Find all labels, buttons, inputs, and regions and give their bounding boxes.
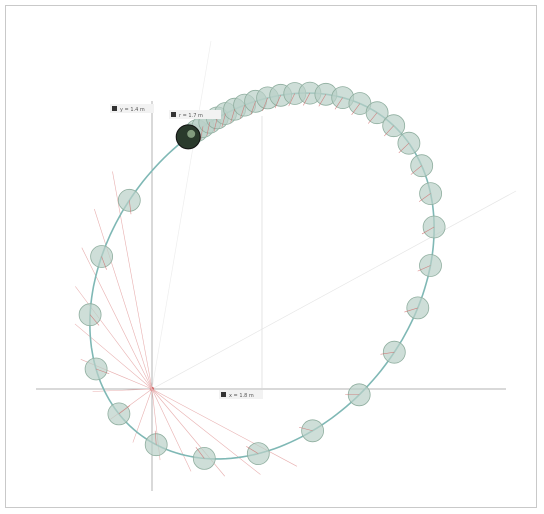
force-vector [95, 368, 110, 375]
position-label-group: r = 1.7 m [169, 110, 221, 119]
force-vector [129, 200, 132, 215]
translucent-sphere-icon [144, 433, 168, 457]
force-vector [367, 112, 378, 124]
force-vector [334, 97, 343, 110]
force-vector [101, 256, 107, 270]
force-vector [230, 109, 235, 123]
force-vector [417, 265, 431, 272]
dark-sphere-icon [175, 124, 201, 150]
radius-line [81, 247, 153, 390]
force-vector [421, 226, 435, 235]
diagram-frame: y = 1.4 m x = 1.8 m r = 1.7 m [5, 5, 537, 508]
radius-line [151, 388, 261, 475]
x-axis-label-group: x = 1.8 m [219, 390, 263, 399]
radius-line [94, 208, 153, 390]
force-vector [240, 105, 245, 119]
orbit-diagram-canvas: y = 1.4 m x = 1.8 m r = 1.7 m [36, 40, 517, 491]
force-vector [384, 125, 394, 137]
value-box-icon [171, 112, 176, 117]
force-vector [118, 405, 131, 415]
force-vector [404, 307, 418, 313]
value-box-icon [221, 392, 226, 397]
x-axis-label: x = 1.8 m [229, 393, 254, 399]
axes [36, 40, 517, 491]
translucent-sphere-icon [382, 114, 406, 138]
force-vector [380, 351, 395, 355]
guide-line-upper [151, 40, 212, 390]
translucent-sphere-icon [419, 254, 442, 277]
radius-line [132, 388, 153, 443]
force-vector [200, 126, 204, 141]
guide-line-diagonal [151, 190, 517, 390]
force-vector [398, 142, 410, 154]
y-axis-label-group: y = 1.4 m [110, 104, 154, 113]
force-vector [195, 447, 205, 459]
value-box-icon [112, 106, 117, 111]
planet-icon [175, 124, 201, 150]
translucent-sphere-icon [365, 101, 389, 125]
x-label-background [219, 390, 263, 399]
force-vector [418, 193, 431, 202]
force-vectors [89, 92, 435, 459]
force-vector [298, 426, 313, 432]
translucent-sphere-icon [410, 154, 434, 178]
force-vector [89, 314, 100, 326]
radius-line [151, 388, 192, 472]
radius-line [151, 388, 298, 467]
force-vector [318, 94, 327, 107]
force-vector [206, 122, 211, 136]
force-vector [246, 446, 259, 454]
force-vector [250, 101, 256, 115]
translucent-sphere-icon [406, 296, 430, 320]
radius-line [74, 323, 153, 390]
translucent-sphere-icon [78, 303, 102, 327]
force-vector [221, 113, 226, 128]
radius-line [75, 286, 153, 390]
y-label-background [110, 104, 154, 113]
translucent-sphere-icon [90, 245, 113, 268]
planet-highlight [187, 129, 196, 138]
radius-line [112, 171, 153, 390]
position-label: r = 1.7 m [179, 113, 203, 119]
radial-lines [74, 171, 298, 477]
y-axis-label: y = 1.4 m [120, 107, 145, 113]
force-vector [351, 103, 361, 116]
force-vector [288, 93, 296, 107]
position-label-background [169, 110, 221, 119]
force-vector [262, 97, 268, 112]
radius-line [92, 388, 153, 392]
force-vector [410, 165, 422, 175]
force-vector [274, 95, 281, 109]
force-vector [303, 92, 311, 106]
force-vector [213, 117, 218, 132]
translucent-sphere-icon [246, 442, 270, 466]
translucent-sphere-icon [301, 419, 325, 443]
force-vector [154, 430, 157, 445]
translucent-sphere-icon [107, 402, 131, 426]
